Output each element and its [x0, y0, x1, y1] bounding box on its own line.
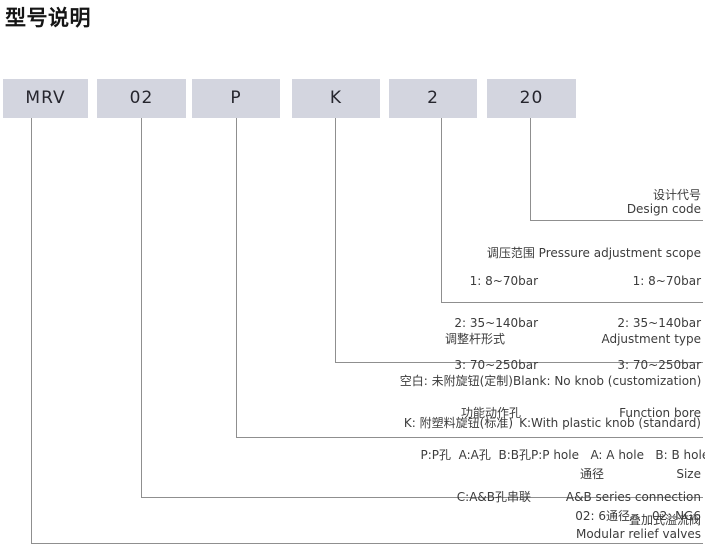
leader-line-vertical-size	[141, 118, 142, 497]
leader-line-horizontal-product	[31, 543, 703, 544]
function-value-en: P:P hole A: A hole B: B hole	[531, 448, 705, 462]
adjustment-value-cn: 空白: 未附旋钮(定制)	[399, 374, 513, 388]
size-row: 02: 6通径 02: NG6	[461, 495, 701, 537]
model-code-box-size: 02	[97, 79, 186, 118]
leader-line-horizontal-size	[141, 497, 703, 498]
size-header-cn: 通径	[579, 467, 604, 481]
leader-line-vertical-function	[236, 118, 237, 437]
leader-line-horizontal-function	[236, 437, 703, 438]
pressure-scope-row: 1: 8~70bar 1: 8~70bar	[431, 260, 701, 302]
section-product-name: 叠加式溢流阀 Modular relief valves	[576, 513, 701, 541]
size-value-cn: 02: 6通径	[575, 509, 630, 523]
model-code-box-pressure: 2	[389, 79, 477, 118]
model-code-box-adjustment: K	[292, 79, 380, 118]
function-bore-row: P:P孔 A:A孔 B:B孔P:P hole A: A hole B: B ho…	[358, 434, 705, 476]
pressure-value-en: 2: 35~140bar	[617, 316, 701, 330]
model-code-box-function: P	[192, 79, 280, 118]
adjustment-type-row: 空白: 未附旋钮(定制)Blank: No knob (customizatio…	[352, 360, 702, 402]
section-design-code: 设计代号 Design code	[627, 188, 701, 216]
model-code-box-mrv: MRV	[3, 79, 88, 118]
page-title: 型号说明	[5, 6, 91, 30]
design-code-label-cn: 设计代号	[652, 188, 701, 202]
function-value-cn: P:P孔 A:A孔 B:B孔	[420, 448, 531, 462]
adjustment-header-cn: 调整杆形式	[444, 332, 505, 346]
adjustment-value-en: K:With plastic knob (standard)	[519, 416, 701, 430]
section-function-bore: 功能动作孔 Function bore P:P孔 A:A孔 B:B孔P:P hol…	[358, 392, 705, 518]
product-name-cn: 叠加式溢流阀	[628, 513, 701, 527]
function-header-en: Function bore	[619, 406, 701, 420]
pressure-value-cn: 3: 70~250bar	[454, 358, 538, 372]
pressure-scope-row: 3: 70~250bar 3: 70~250bar	[431, 344, 701, 386]
adjustment-header-en: Adjustment type	[601, 332, 701, 346]
adjustment-type-row: K: 附塑料旋钮(标准) K:With plastic knob (standar…	[352, 402, 701, 444]
size-value-en: 02: NG6	[651, 509, 701, 523]
pressure-scope-header: 调压范围 Pressure adjustment scope	[486, 246, 701, 260]
pressure-value-cn: 2: 35~140bar	[454, 316, 538, 330]
section-adjustment-type: 调整杆形式 Adjustment type 空白: 未附旋钮(定制)Blank: …	[352, 318, 702, 444]
product-name-en: Modular relief valves	[575, 527, 701, 541]
function-bore-header: 功能动作孔 Function bore	[358, 392, 701, 434]
function-bore-row: C:A&B孔串联 A&B series connection	[358, 476, 701, 518]
leader-line-horizontal-adjustment	[335, 362, 703, 363]
design-code-label-en: Design code	[626, 202, 701, 216]
pressure-value-en: 3: 70~250bar	[617, 358, 701, 372]
size-header-en: Size	[676, 467, 701, 481]
pressure-value-cn: 1: 8~70bar	[469, 274, 538, 288]
pressure-scope-row: 2: 35~140bar 2: 35~140bar	[431, 302, 701, 344]
model-code-box-design: 20	[487, 79, 576, 118]
adjustment-value-en: Blank: No knob (customization)	[513, 374, 702, 388]
function-value-en: A&B series connection	[565, 490, 701, 504]
leader-line-horizontal-pressure	[441, 302, 703, 303]
pressure-value-en: 1: 8~70bar	[632, 274, 701, 288]
adjustment-type-header: 调整杆形式 Adjustment type	[352, 318, 701, 360]
adjustment-value-cn: K: 附塑料旋钮(标准)	[403, 416, 513, 430]
leader-line-vertical-design	[530, 118, 531, 220]
size-header: 通径 Size	[461, 453, 701, 495]
leader-line-vertical-pressure	[441, 118, 442, 302]
leader-line-vertical-mrv	[31, 118, 32, 543]
leader-line-horizontal-design	[530, 220, 703, 221]
function-value-cn: C:A&B孔串联	[456, 490, 531, 504]
leader-line-vertical-adjustment	[335, 118, 336, 362]
function-header-cn: 功能动作孔	[460, 406, 521, 420]
section-pressure-scope: 调压范围 Pressure adjustment scope 1: 8~70ba…	[431, 246, 701, 386]
